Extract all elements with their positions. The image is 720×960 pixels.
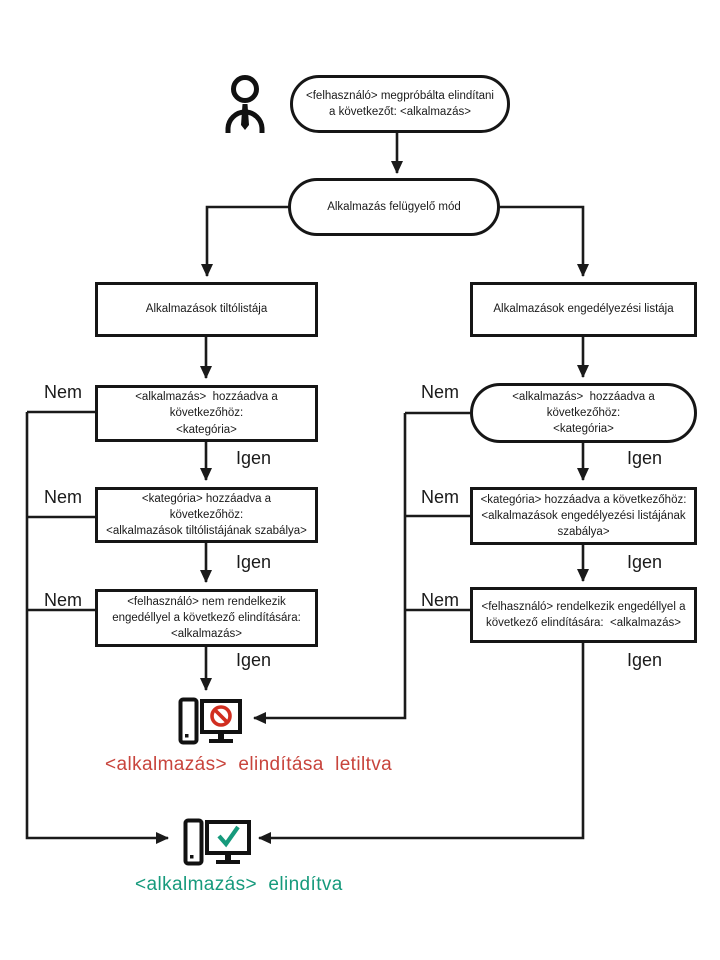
- result-blocked-text: <alkalmazás> elindítása letiltva: [105, 754, 393, 775]
- no-label: Nem: [44, 590, 83, 610]
- no-label: Nem: [421, 382, 460, 402]
- result-started-text: <alkalmazás> elindítva: [135, 874, 343, 895]
- no-label: Nem: [421, 590, 460, 610]
- no-label: Nem: [421, 487, 460, 507]
- computer-check-icon: [183, 818, 251, 866]
- node-allow-user-permission: <felhasználó> rendelkezik engedéllyel a …: [470, 587, 697, 643]
- user-icon: [225, 75, 265, 133]
- yes-label: Igen: [236, 448, 272, 468]
- node-allow-app-in-category: <alkalmazás> hozzáadva a következőhöz: <…: [470, 383, 697, 443]
- node-allow-category-in-rule: <kategória> hozzáadva a következőhöz: <a…: [470, 487, 697, 545]
- node-allowlist: Alkalmazások engedélyezési listája: [470, 282, 697, 337]
- node-deny-user-permission: <felhasználó> nem rendelkezik engedéllye…: [95, 589, 318, 647]
- node-start: <felhasználó> megpróbálta elindítani a k…: [290, 75, 510, 133]
- node-denylist: Alkalmazások tiltólistája: [95, 282, 318, 337]
- node-deny-category-in-rule: <kategória> hozzáadva a következőhöz: <a…: [95, 487, 318, 543]
- yes-label: Igen: [236, 650, 272, 670]
- yes-label: Igen: [627, 650, 663, 670]
- no-label: Nem: [44, 382, 83, 402]
- yes-label: Igen: [627, 552, 663, 572]
- yes-label: Igen: [236, 552, 272, 572]
- computer-blocked-icon: [178, 697, 242, 745]
- node-application-control-mode: Alkalmazás felügyelő mód: [288, 178, 500, 236]
- node-deny-app-in-category: <alkalmazás> hozzáadva a következőhöz: <…: [95, 385, 318, 442]
- no-label: Nem: [44, 487, 83, 507]
- yes-label: Igen: [627, 448, 663, 468]
